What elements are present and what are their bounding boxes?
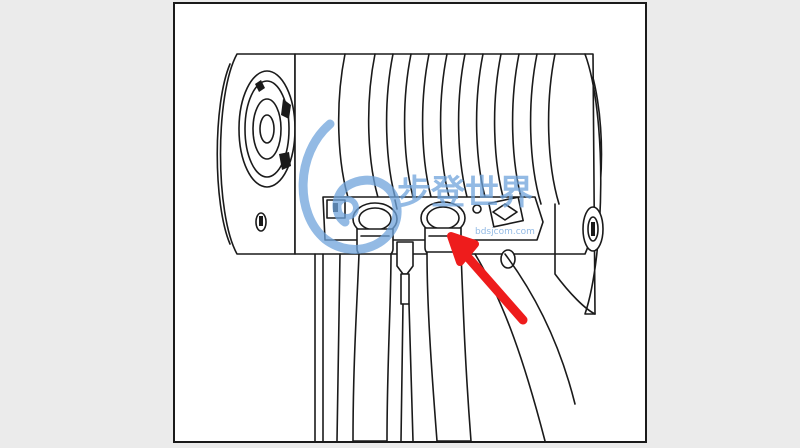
left-end-cap [216, 53, 296, 255]
center-connector [396, 241, 414, 441]
watermark-text: 步登世界 [397, 173, 533, 213]
watermark-url: bdsjcom.com [475, 227, 535, 237]
watermark: 步登世界 bdsjcom.com [298, 119, 535, 254]
left-hose [336, 253, 392, 441]
diagram-frame: 步登世界 bdsjcom.com [173, 2, 647, 443]
watermark-logo-icon [298, 119, 402, 254]
arrow-head-icon [447, 232, 479, 266]
support-post [314, 253, 324, 441]
right-hose [426, 251, 576, 441]
right-end-housing [500, 53, 604, 315]
arrow-shaft [460, 249, 528, 325]
pointer-arrow [447, 232, 528, 325]
technical-drawing: 步登世界 bdsjcom.com [216, 53, 604, 441]
